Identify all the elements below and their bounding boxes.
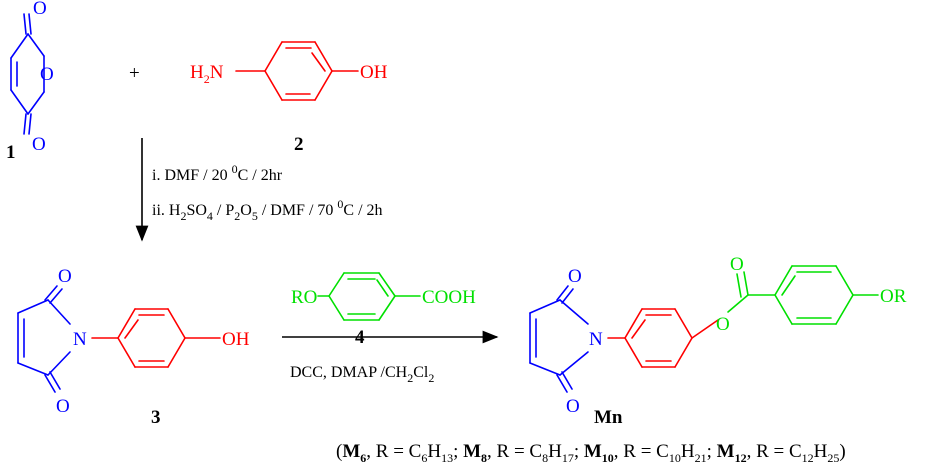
- product-carbonyl-top-oxygen: O: [568, 266, 582, 287]
- series-legend: (M6, R = C6H13; M8, R = C8H17; M10, R = …: [336, 441, 846, 465]
- compound-1-maleic-anhydride: O O O 1: [6, 0, 54, 163]
- compound-3-carbonyl-top-oxygen: O: [58, 266, 72, 287]
- compound-2-amine-label: H2N: [190, 62, 224, 86]
- product-mn: O N O O O OR Mn: [529, 254, 907, 428]
- step-1-condition-line-1: i. DMF / 20 0C / 2hr: [152, 162, 283, 184]
- compound-4-acid-label: COOH: [422, 287, 476, 308]
- product-nitrogen: N: [589, 329, 603, 350]
- compound-3-number: 3: [151, 407, 161, 428]
- compound-3-hydroxyl-label: OH: [222, 329, 250, 350]
- compound-2-hydroxyl-label: OH: [360, 62, 388, 83]
- compound-1-number: 1: [6, 142, 16, 163]
- compound-3-nitrogen: N: [73, 329, 87, 350]
- compound-4-alkoxy-label: RO: [291, 287, 317, 308]
- compound-3-hydroxyphenyl-maleimide: O N O OH 3: [17, 266, 250, 428]
- compound-1-ring-oxygen: O: [40, 64, 54, 85]
- product-carbonyl-bottom-oxygen: O: [566, 396, 580, 417]
- compound-2-aminophenol: H2N OH 2: [190, 41, 388, 155]
- plus-sign: +: [129, 63, 140, 84]
- compound-1-carbonyl-bottom-oxygen: O: [32, 134, 46, 155]
- compound-3-carbonyl-bottom-oxygen: O: [56, 396, 70, 417]
- step-1-condition-line-2: ii. H2SO4 / P2O5 / DMF / 70 0C / 2h: [152, 197, 383, 223]
- compound-1-carbonyl-top-oxygen: O: [33, 0, 47, 19]
- compound-4-alkoxybenzoic-acid: RO COOH 4: [291, 272, 476, 348]
- step-2-conditions: DCC, DMAP /CH2Cl2: [290, 364, 434, 385]
- product-ester-carbonyl-oxygen: O: [730, 254, 744, 275]
- product-alkoxy-label: OR: [880, 286, 907, 307]
- product-name: Mn: [594, 407, 623, 428]
- product-ester-oxygen: O: [716, 314, 730, 335]
- compound-2-number: 2: [294, 134, 304, 155]
